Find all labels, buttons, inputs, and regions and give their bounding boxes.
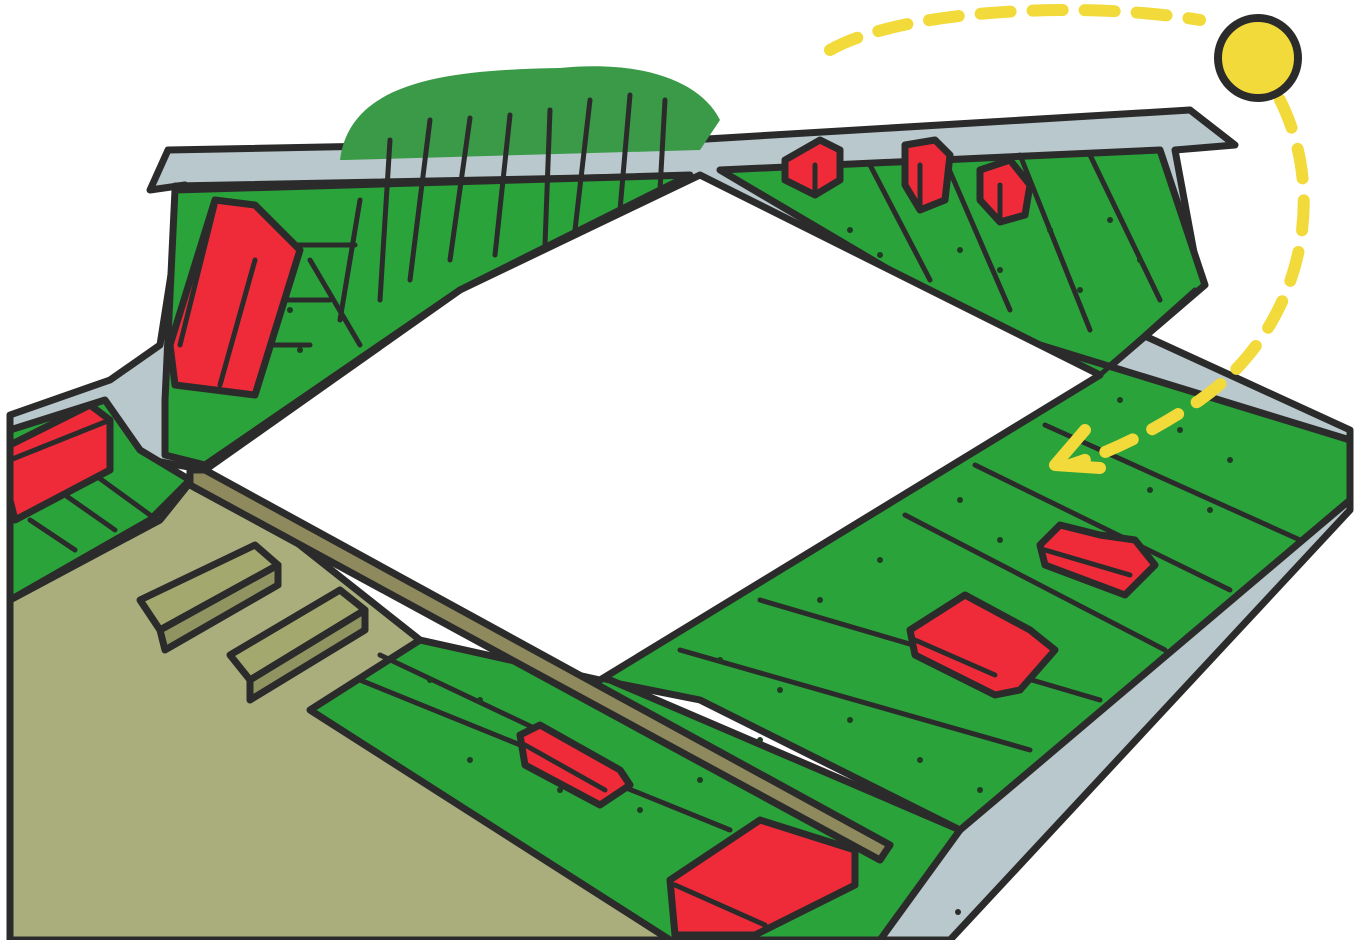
sun-icon xyxy=(1218,18,1298,98)
building-north-2 xyxy=(905,140,950,210)
sun-path-arrow xyxy=(830,10,1200,50)
